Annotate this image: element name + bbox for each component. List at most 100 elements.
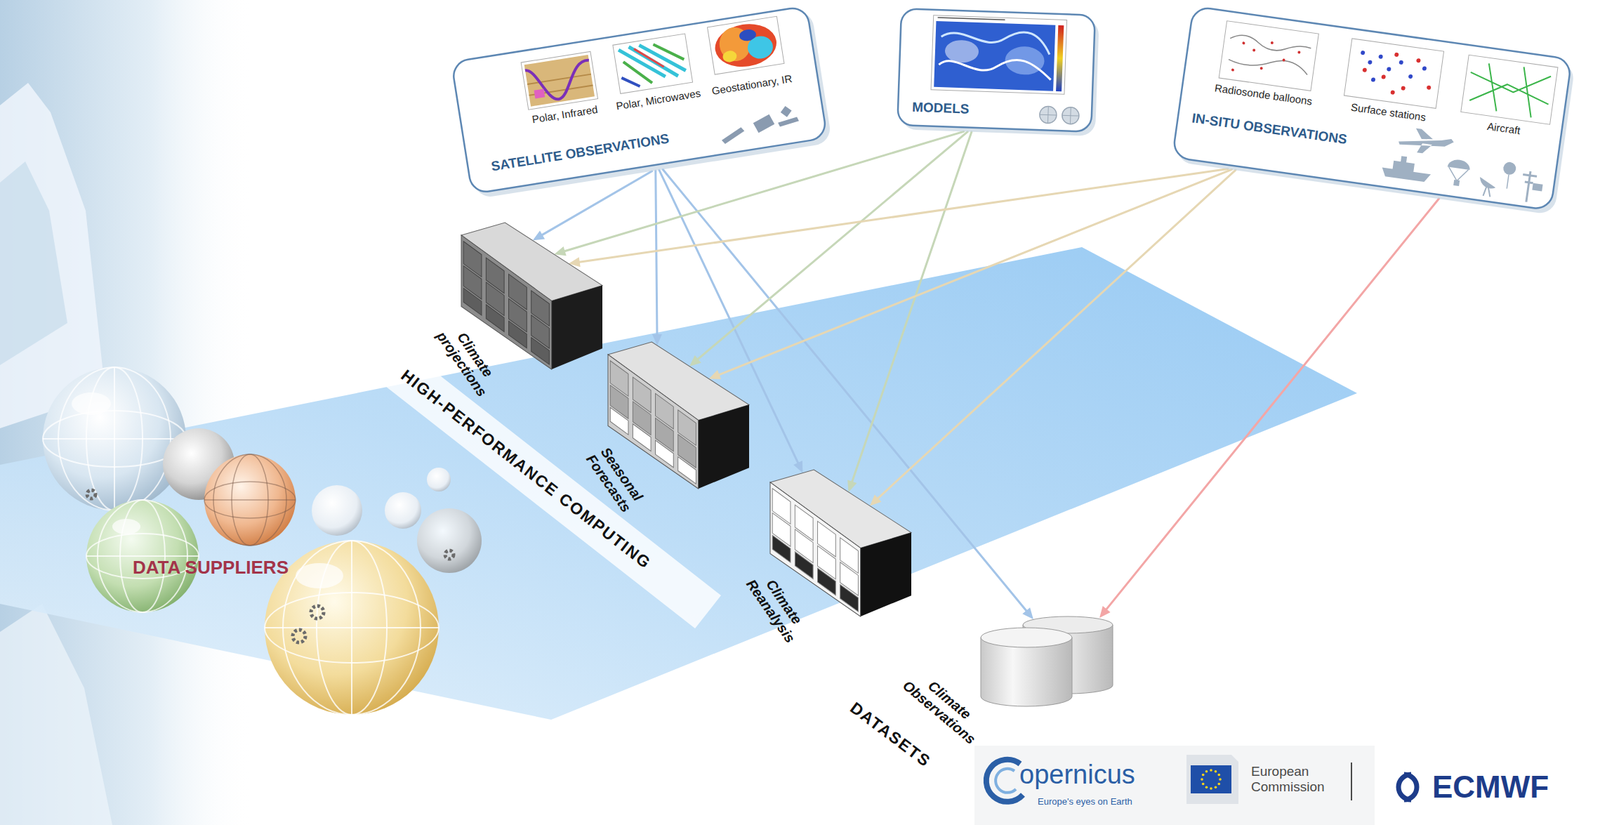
circle-shape	[1259, 65, 1264, 70]
rect-shape	[974, 745, 1375, 825]
ellipse-shape	[711, 19, 780, 71]
circle-shape	[1360, 49, 1366, 55]
polygon-shape	[840, 584, 859, 613]
rect-shape	[1055, 25, 1064, 92]
circle-shape	[1502, 160, 1517, 175]
circle-shape	[384, 492, 422, 529]
path-shape	[1226, 32, 1312, 75]
arrow-head	[847, 480, 857, 493]
circle-shape	[1371, 77, 1377, 83]
path-shape	[621, 75, 640, 90]
ellipse-shape	[204, 481, 296, 519]
arrow-head	[553, 246, 566, 256]
circle-shape	[1390, 89, 1395, 95]
rect-shape	[1531, 182, 1543, 191]
connector-line	[655, 170, 658, 337]
g-shape	[1357, 49, 1428, 89]
path-shape	[1039, 106, 1080, 125]
logo-tagline: Europe's eyes on Earth	[1037, 796, 1133, 807]
circle-shape	[42, 367, 187, 511]
circle-shape	[1398, 59, 1404, 65]
node-outline	[770, 469, 912, 617]
polygon-shape	[463, 287, 482, 316]
g-shape	[1397, 125, 1455, 158]
path-shape	[1482, 183, 1492, 197]
rect-shape	[897, 8, 1096, 132]
rect-shape	[1343, 37, 1444, 109]
g-shape	[1200, 768, 1222, 790]
g-shape	[204, 454, 296, 546]
polygon-shape	[698, 405, 750, 489]
path-shape	[1465, 58, 1554, 119]
ellipse-shape	[738, 28, 757, 43]
rect-shape	[0, 0, 253, 825]
server-rack: Climate projections	[461, 222, 603, 370]
circle-shape	[445, 550, 454, 559]
ellipse-shape	[980, 627, 1073, 648]
polygon-shape	[0, 161, 68, 366]
circle-shape	[292, 629, 306, 643]
path-shape	[1446, 166, 1469, 182]
arrow-head	[709, 369, 722, 380]
rect-shape	[612, 33, 693, 94]
g-shape	[1359, 47, 1436, 99]
projection-plane	[0, 247, 1358, 720]
path-shape	[995, 768, 1016, 793]
ellipse-shape	[112, 518, 141, 535]
polygon-shape	[610, 407, 629, 435]
circle-shape	[87, 490, 96, 499]
polygon-shape	[551, 285, 603, 370]
line-shape	[204, 499, 296, 501]
rect-shape	[451, 5, 828, 194]
g-shape	[71, 392, 344, 589]
path-shape	[525, 59, 594, 104]
rect-shape	[1172, 5, 1572, 210]
path-shape	[621, 40, 687, 88]
source-panel: Polar, InfraredPolar, MicrowavesGeostati…	[450, 4, 833, 201]
logo-wordmark: ECMWF	[1432, 771, 1549, 803]
circle-shape	[1209, 768, 1213, 772]
circle-shape	[1214, 786, 1218, 790]
g-shape	[87, 490, 454, 643]
path-shape	[720, 127, 747, 145]
path-shape	[618, 38, 687, 85]
path-shape	[1506, 174, 1509, 189]
ellipse-shape	[944, 39, 979, 64]
path-shape	[1397, 125, 1455, 158]
circle-shape	[1218, 782, 1221, 786]
rect-shape	[524, 54, 595, 107]
path-shape	[1447, 157, 1471, 170]
path-shape	[980, 637, 1073, 707]
circle-shape	[426, 467, 451, 492]
g-shape	[1231, 35, 1302, 81]
rect-shape	[1218, 20, 1319, 91]
rect-shape	[930, 15, 1068, 95]
circle-shape	[311, 605, 324, 619]
polygon-shape	[817, 567, 837, 596]
path-shape	[633, 44, 665, 72]
circle-shape	[1297, 50, 1301, 55]
logo-wordmark: opernicus	[1019, 761, 1136, 788]
circle-shape	[1394, 51, 1400, 57]
node-outline	[461, 222, 603, 370]
section-label: DATASETS	[845, 697, 934, 771]
rect-shape	[1460, 54, 1558, 125]
circle-shape	[1214, 770, 1218, 773]
data-flow-arrow	[709, 169, 1233, 380]
circle-shape	[1362, 67, 1367, 73]
connector-line	[577, 169, 1228, 263]
node-outline	[607, 341, 750, 489]
circle-shape	[204, 454, 296, 546]
circle-shape	[1281, 58, 1286, 62]
circle-shape	[1231, 68, 1235, 72]
server-rack: Seasonal Forecasts	[607, 341, 750, 489]
polygon-shape	[632, 424, 651, 452]
path-shape	[986, 759, 1023, 802]
circle-shape	[1205, 770, 1209, 773]
polygon-shape	[0, 603, 113, 825]
connector-line	[1105, 198, 1440, 612]
polygon-shape	[678, 457, 697, 485]
connector-line	[851, 131, 972, 485]
data-flow-arrow	[652, 170, 663, 346]
